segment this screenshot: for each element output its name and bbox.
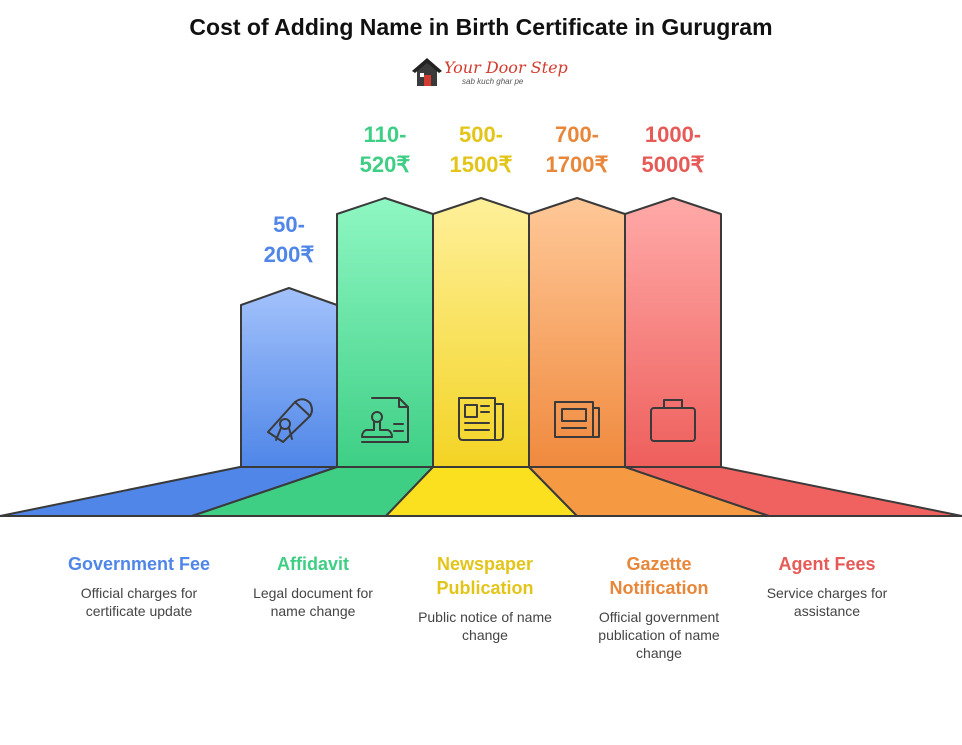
diploma-icon xyxy=(267,398,313,443)
value-line-2: 520₹ xyxy=(359,152,411,177)
value-line-2: 200₹ xyxy=(263,242,315,267)
label-description: Legal document for name change xyxy=(253,585,373,619)
bar-newspaper xyxy=(432,197,530,468)
value-agent-fees: 1000- 5000₹ xyxy=(613,120,733,180)
bar-affidavit xyxy=(336,197,434,468)
value-affidavit: 110- 520₹ xyxy=(325,120,445,180)
label-description: Public notice of name change xyxy=(418,609,552,643)
house-logo-icon xyxy=(412,58,442,86)
label-government-fee: Government Fee Official charges for cert… xyxy=(44,552,234,620)
label-heading: Gazette Notification xyxy=(609,554,709,598)
value-line-1: 500- xyxy=(458,122,504,147)
value-line-2: 5000₹ xyxy=(641,152,705,177)
value-line-1: 700- xyxy=(554,122,600,147)
value-line-1: 1000- xyxy=(644,122,702,147)
logo-tagline: sab kuch ghar pe xyxy=(462,77,524,86)
value-government-fee: 50- 200₹ xyxy=(229,210,349,270)
briefcase-icon xyxy=(650,399,696,442)
value-line-1: 110- xyxy=(363,122,407,147)
bar-agent-fees xyxy=(624,197,722,468)
label-affidavit: Affidavit Legal document for name change xyxy=(218,552,408,620)
value-newspaper: 500- 1500₹ xyxy=(421,120,541,180)
label-agent-fees: Agent Fees Service charges for assistanc… xyxy=(732,552,922,620)
bar-gazette xyxy=(528,197,626,468)
label-description: Service charges for assistance xyxy=(766,585,888,619)
value-line-1: 50- xyxy=(273,212,305,237)
label-description: Official charges for certificate update xyxy=(80,585,198,619)
logo-brand-text: Your Door Step xyxy=(444,58,568,77)
label-heading: Newspaper Publication xyxy=(436,554,534,598)
label-description: Official government publication of name … xyxy=(598,609,720,661)
value-gazette: 700- 1700₹ xyxy=(517,120,637,180)
label-gazette: Gazette Notification Official government… xyxy=(564,552,754,662)
stamp-document-icon xyxy=(361,397,409,443)
label-newspaper: Newspaper Publication Public notice of n… xyxy=(390,552,580,644)
brand-logo: Your Door Step sab kuch ghar pe xyxy=(412,56,568,92)
bar-government-fee xyxy=(240,287,338,468)
label-heading: Affidavit xyxy=(277,554,349,574)
label-heading: Government Fee xyxy=(67,554,211,574)
newspaper-icon xyxy=(458,397,504,441)
page-title: Cost of Adding Name in Birth Certificate… xyxy=(189,14,773,40)
label-heading: Agent Fees xyxy=(778,554,876,574)
value-line-2: 1500₹ xyxy=(449,152,513,177)
gazette-icon xyxy=(554,401,600,438)
value-line-2: 1700₹ xyxy=(545,152,609,177)
